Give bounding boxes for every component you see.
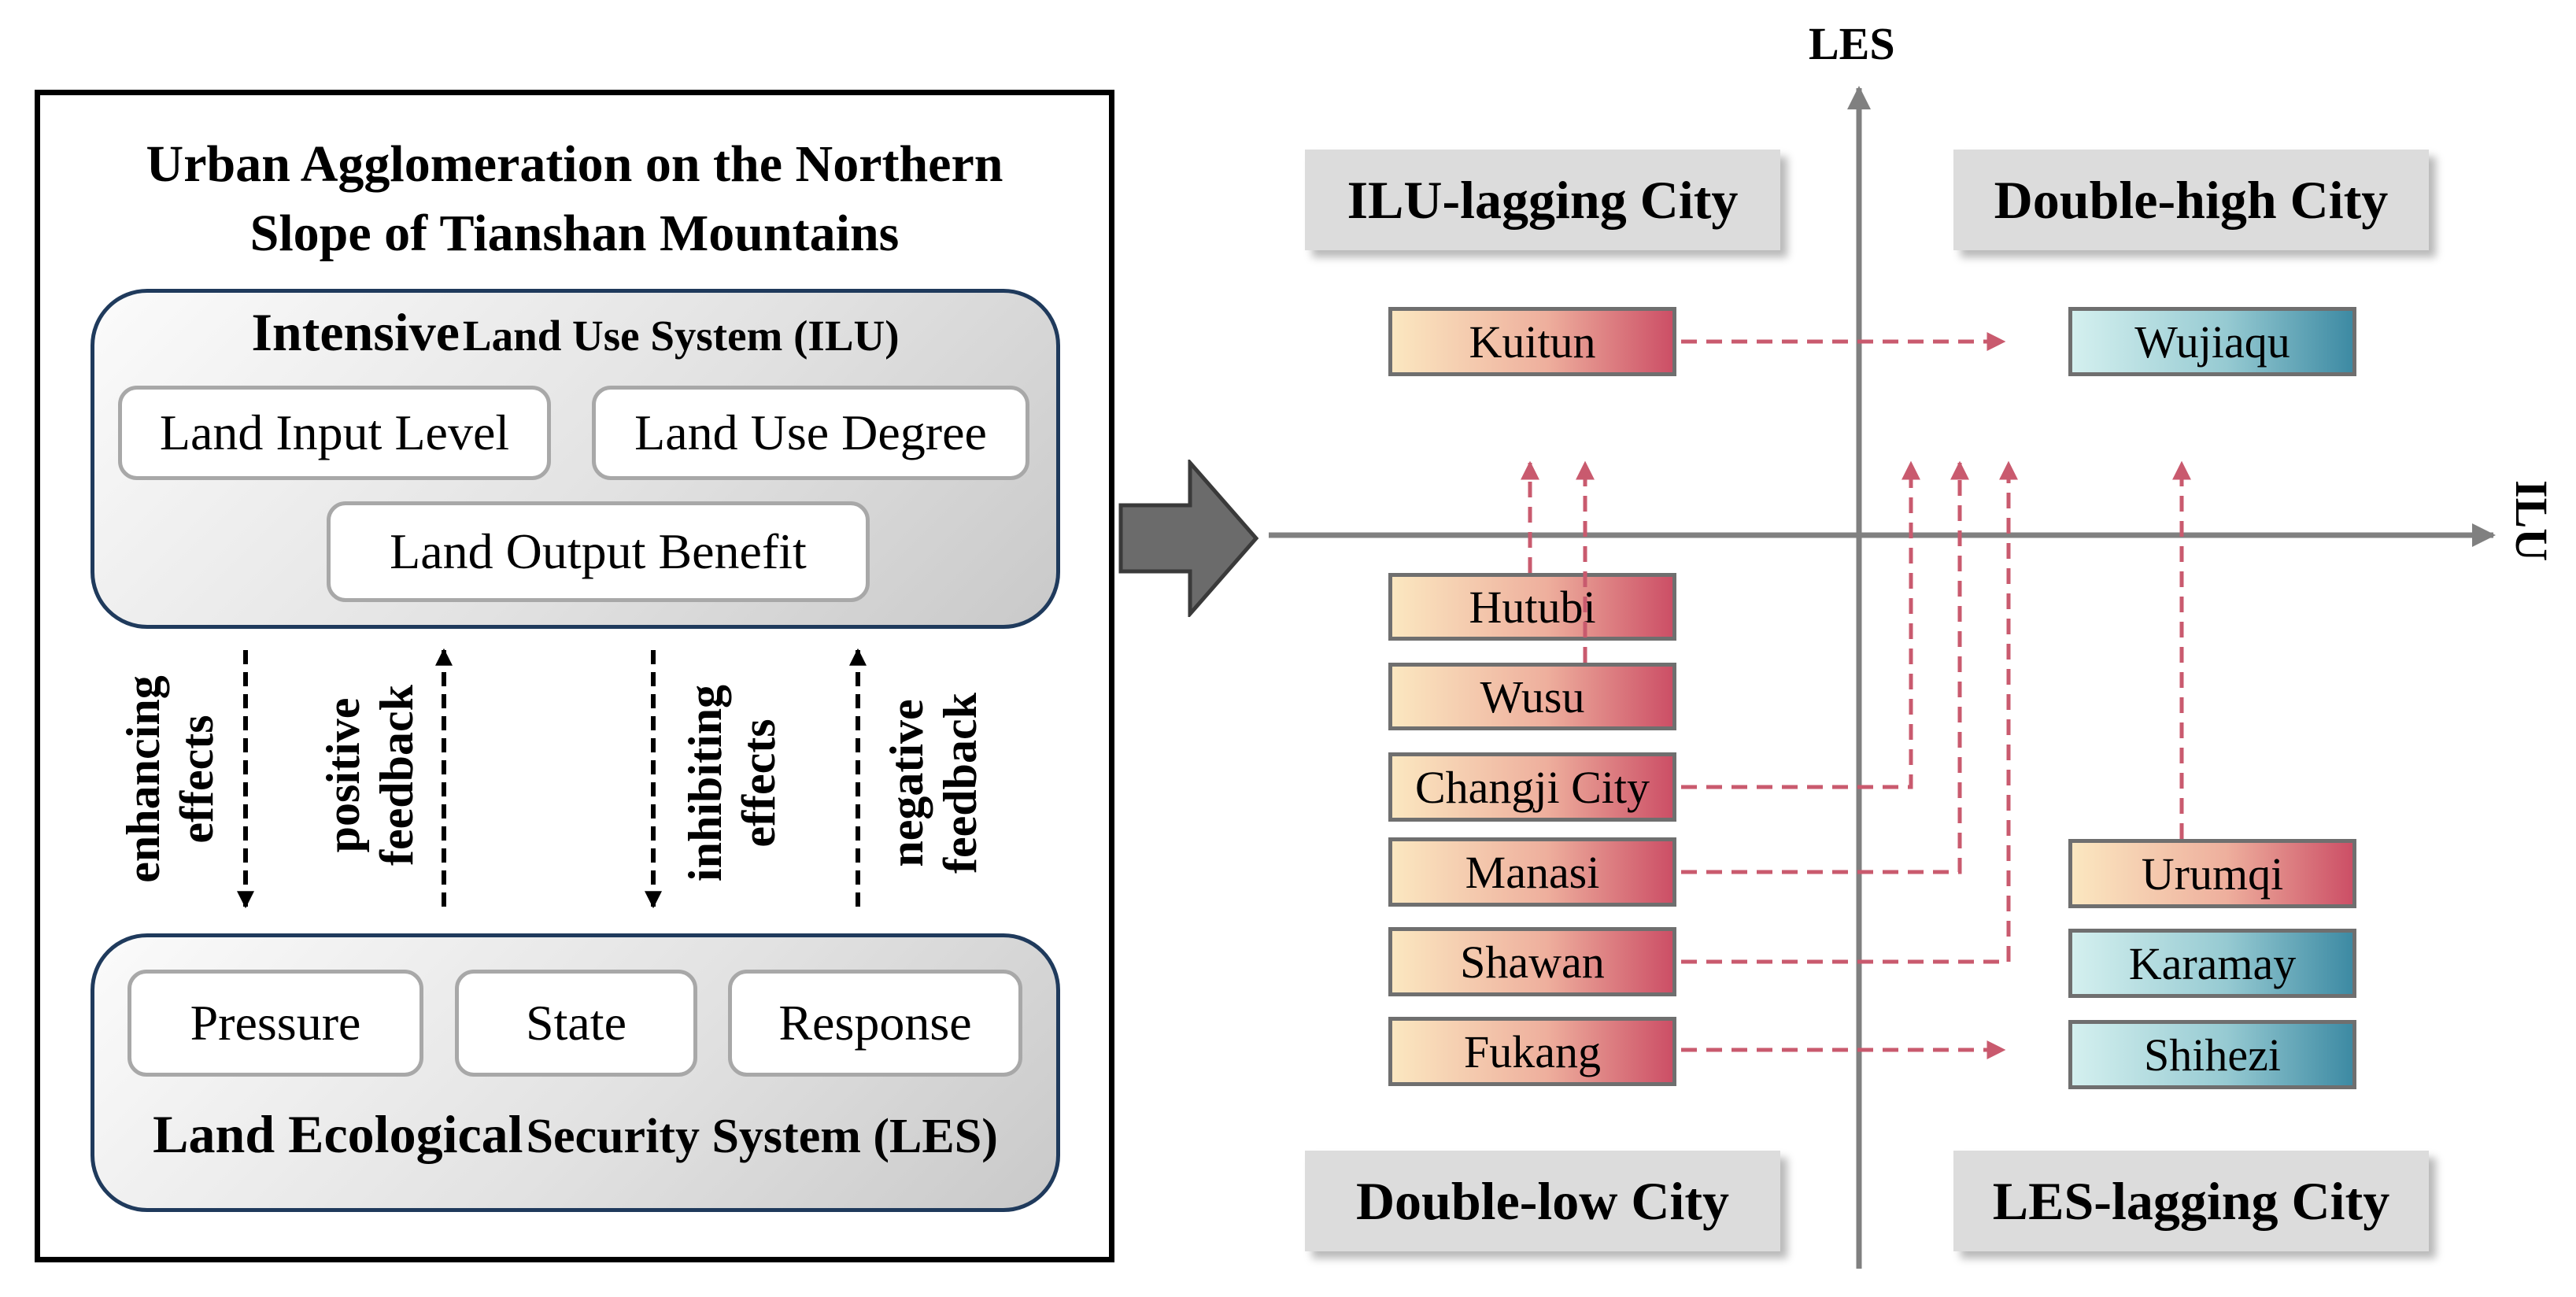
quadrant-double-low: Double-low City: [1305, 1151, 1780, 1251]
city-karamay: Karamay: [2068, 929, 2356, 998]
les-item-state: State: [455, 970, 697, 1077]
quadrant-ilu-lagging: ILU-lagging City: [1305, 150, 1780, 250]
city-wujiaqu: Wujiaqu: [2068, 307, 2356, 376]
city-fukang: Fukang: [1388, 1017, 1676, 1086]
ilu-title-rest: Land Use System (ILU): [462, 312, 900, 360]
city-manasi: Manasi: [1388, 837, 1676, 907]
quadrant-les-lagging: LES-lagging City: [1953, 1151, 2429, 1251]
les-item-response: Response: [728, 970, 1022, 1077]
les-item-pressure: Pressure: [128, 970, 423, 1077]
manasi-arrow: [1681, 460, 1969, 874]
changji-arrow: [1681, 460, 1920, 789]
les-axis-label: LES: [1809, 18, 1895, 69]
transition-arrow-icon: [1118, 460, 1259, 617]
les-title-rest: Security System (LES): [526, 1110, 998, 1163]
city-hutubi: Hutubi: [1388, 573, 1676, 641]
les-title-bold: Land Ecological: [153, 1104, 523, 1164]
ilu-item-land-input-level: Land Input Level: [118, 386, 551, 480]
city-wusu: Wusu: [1388, 663, 1676, 730]
quadrant-double-high: Double-high City: [1953, 150, 2429, 250]
city-kuitun: Kuitun: [1388, 307, 1676, 376]
ilu-system-title: Intensive Land Use System (ILU): [91, 301, 1060, 364]
framework-title: Urban Agglomeration on the Northern Slop…: [35, 130, 1114, 268]
framework-title-line1: Urban Agglomeration on the Northern: [146, 135, 1003, 193]
ilu-item-land-output-benefit: Land Output Benefit: [327, 501, 870, 602]
shawan-arrow: [1681, 460, 2018, 964]
city-shihezi: Shihezi: [2068, 1020, 2356, 1089]
city-changji: Changji City: [1388, 752, 1676, 822]
ilu-item-land-use-degree: Land Use Degree: [592, 386, 1029, 480]
city-urumqi: Urumqi: [2068, 839, 2356, 908]
ilu-title-bold: Intensive: [251, 302, 460, 362]
les-system-title: Land Ecological Security System (LES): [91, 1103, 1060, 1166]
framework-title-line2: Slope of Tianshan Mountains: [249, 205, 900, 262]
city-shawan: Shawan: [1388, 927, 1676, 996]
